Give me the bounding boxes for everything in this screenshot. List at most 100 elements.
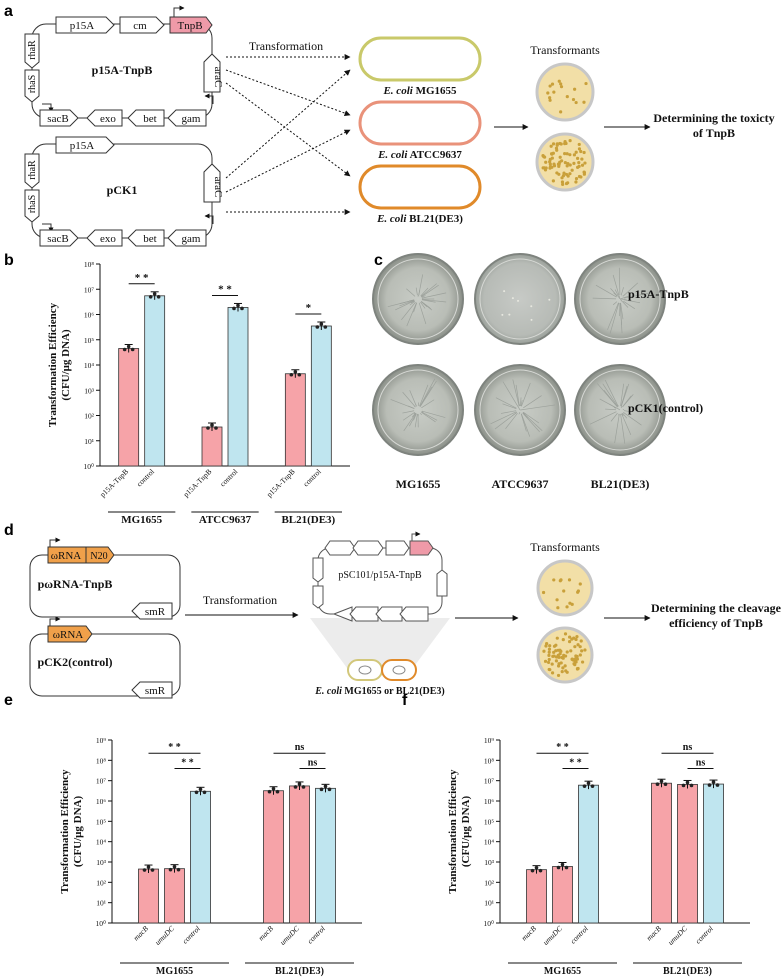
sacb-label: sacB <box>47 113 68 125</box>
data-point <box>275 789 280 794</box>
plate-texture <box>610 412 618 422</box>
y-tick-label: 10⁵ <box>484 817 495 826</box>
colony <box>530 318 533 321</box>
x-tick-label: macB <box>644 924 663 943</box>
plasmid-name-pck2: pCK2(control) <box>37 655 112 669</box>
data-point <box>711 780 716 784</box>
colony <box>576 643 580 647</box>
data-point <box>564 865 569 870</box>
y-tick-label: 10³ <box>84 386 95 395</box>
significance-label: * * <box>135 272 149 284</box>
transformation-arrows-a <box>225 54 351 215</box>
bet-label: bet <box>143 113 156 125</box>
plate-texture <box>621 413 632 436</box>
plate-texture <box>413 302 418 313</box>
significance-label: ns <box>683 742 693 753</box>
bar <box>138 868 159 924</box>
x-tick-label: control <box>180 924 201 945</box>
strain-cell-atcc9637 <box>358 100 482 146</box>
colony <box>552 90 556 94</box>
pck1-sacb-label: sacB <box>47 233 68 245</box>
plate-texture <box>406 288 416 297</box>
colony <box>548 84 552 88</box>
data-point <box>176 867 181 872</box>
data-point <box>236 303 240 308</box>
plasmid-name-p15a-tnpb: p15A-TnpB <box>92 63 153 77</box>
group-label: MG1655 <box>121 514 162 526</box>
colony <box>564 172 569 177</box>
plate-texture <box>620 287 624 296</box>
data-point <box>194 790 199 795</box>
strain-cell-bl21 <box>358 164 482 210</box>
data-point <box>126 344 131 349</box>
data-point <box>534 865 539 870</box>
data-point <box>289 372 294 377</box>
plate-photo <box>574 364 666 456</box>
plate-texture <box>421 411 436 423</box>
colony <box>564 669 568 673</box>
data-point <box>560 862 565 867</box>
bar <box>578 784 599 924</box>
plate-texture <box>623 410 633 413</box>
plate-texture <box>409 413 417 427</box>
colony <box>544 166 548 170</box>
colony <box>580 157 584 161</box>
plate-texture <box>421 411 438 421</box>
plate-texture <box>621 413 624 416</box>
plate-texture <box>614 413 620 444</box>
panel-label-d: d <box>4 522 14 539</box>
y-tick-label: 10⁰ <box>95 919 106 928</box>
significance-label: * * <box>556 742 569 753</box>
significance-label: ns <box>308 757 318 768</box>
bar <box>526 869 547 924</box>
group-label: BL21(DE3) <box>663 966 712 977</box>
plate-texture <box>622 412 628 419</box>
plate-texture <box>421 410 446 418</box>
colony <box>565 152 569 156</box>
colony <box>554 643 558 647</box>
colony <box>541 166 545 170</box>
colony <box>550 82 555 86</box>
colony <box>555 598 559 602</box>
plate-texture <box>618 267 621 296</box>
colony <box>566 162 570 166</box>
colony <box>543 659 548 663</box>
col-label-mg1655: MG1655 <box>396 477 441 491</box>
colony <box>573 645 577 649</box>
plate-texture <box>418 274 424 296</box>
plate-texture <box>523 411 527 415</box>
plate-texture <box>612 301 618 306</box>
y-tick-label: 10¹ <box>96 899 106 908</box>
plate-texture <box>620 406 623 408</box>
gam-label: gam <box>182 113 201 125</box>
colony <box>576 165 580 169</box>
colony <box>547 653 551 657</box>
plate-texture <box>411 412 416 418</box>
colony <box>560 180 565 184</box>
colony <box>575 634 579 639</box>
y-tick-label: 10⁰ <box>83 462 94 471</box>
data-point <box>293 369 298 374</box>
y-tick-label: 10⁶ <box>484 797 495 806</box>
plate-photos-c: p15A-TnpB pCK1(control) MG1655 ATCC9637 … <box>372 253 703 491</box>
plate-texture <box>623 412 642 426</box>
pck1-gam-label: gam <box>182 233 201 245</box>
colony <box>501 313 504 316</box>
plate-texture <box>619 297 624 300</box>
colony <box>572 153 577 157</box>
colony <box>542 649 546 653</box>
x-tick-label: umuDC <box>153 923 177 947</box>
colony <box>561 182 565 186</box>
plate-texture <box>401 301 416 321</box>
y-tick-label: 10⁷ <box>84 285 95 294</box>
data-point <box>156 295 161 299</box>
plate-texture <box>616 407 621 411</box>
data-point <box>232 306 236 311</box>
plate-texture <box>421 295 426 298</box>
strain-cell-mg1655 <box>358 36 482 82</box>
colony <box>560 655 564 660</box>
plate-texture <box>419 384 429 407</box>
colony <box>570 168 574 172</box>
data-point <box>210 423 214 427</box>
colony <box>556 606 560 610</box>
